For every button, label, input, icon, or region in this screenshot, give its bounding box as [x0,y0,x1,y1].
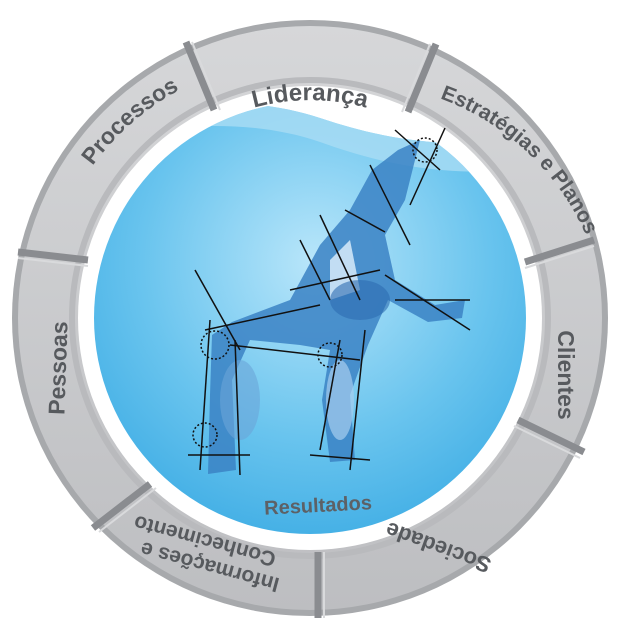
segment-label-clientes: Clientes [553,330,579,419]
segment-label-pessoas: Pessoas [43,321,72,415]
segment-dividers [17,40,596,618]
segment-divider-highlights [17,41,595,618]
figure-illustration [188,127,471,476]
